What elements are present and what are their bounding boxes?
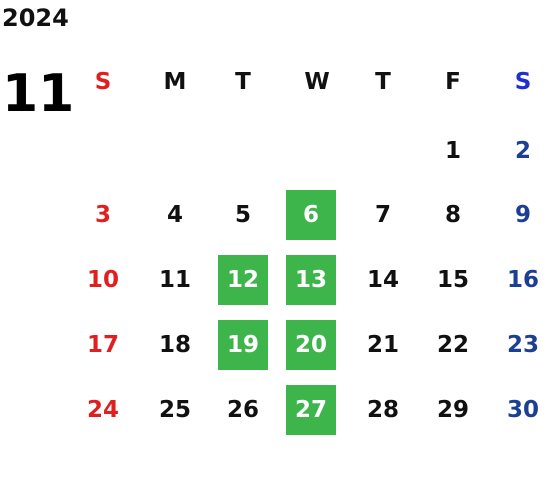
day-cell[interactable]: 15 — [436, 267, 469, 293]
day-cell[interactable]: 14 — [366, 267, 399, 293]
day-cell[interactable]: 25 — [158, 397, 191, 423]
day-cell[interactable]: 11 — [158, 267, 191, 293]
day-cell[interactable]: 18 — [158, 332, 191, 358]
day-cell[interactable]: 26 — [226, 397, 259, 423]
day-cell[interactable]: 10 — [86, 267, 119, 293]
day-cell[interactable]: 22 — [436, 332, 469, 358]
day-cell[interactable]: 16 — [506, 267, 539, 293]
day-cell[interactable]: 27 — [286, 385, 336, 435]
day-cell[interactable]: 19 — [218, 320, 268, 370]
year-label: 2024 — [2, 4, 69, 32]
weekday-thu: T — [375, 69, 391, 95]
day-cell[interactable]: 17 — [86, 332, 119, 358]
day-cell[interactable]: 23 — [506, 332, 539, 358]
weekday-mon: M — [163, 69, 187, 95]
weekday-sun: S — [94, 69, 112, 95]
day-cell[interactable]: 3 — [94, 202, 111, 228]
day-cell[interactable]: 28 — [366, 397, 399, 423]
day-cell[interactable]: 29 — [436, 397, 469, 423]
day-cell[interactable]: 7 — [374, 202, 391, 228]
weekday-wed: W — [304, 69, 330, 95]
day-cell[interactable]: 24 — [86, 397, 119, 423]
day-cell[interactable]: 13 — [286, 255, 336, 305]
month-label: 11 — [2, 64, 75, 124]
day-cell[interactable]: 20 — [286, 320, 336, 370]
day-cell[interactable]: 8 — [444, 202, 461, 228]
weekday-sat: S — [514, 69, 532, 95]
day-cell[interactable]: 12 — [218, 255, 268, 305]
day-cell[interactable]: 30 — [506, 397, 539, 423]
weekday-tue: T — [235, 69, 251, 95]
day-cell[interactable]: 4 — [166, 202, 183, 228]
day-cell[interactable]: 21 — [366, 332, 399, 358]
day-cell[interactable]: 1 — [444, 138, 461, 164]
day-cell[interactable]: 9 — [514, 202, 531, 228]
day-cell[interactable]: 6 — [286, 190, 336, 240]
weekday-fri: F — [445, 69, 461, 95]
day-cell[interactable]: 2 — [514, 138, 531, 164]
day-cell[interactable]: 5 — [234, 202, 251, 228]
